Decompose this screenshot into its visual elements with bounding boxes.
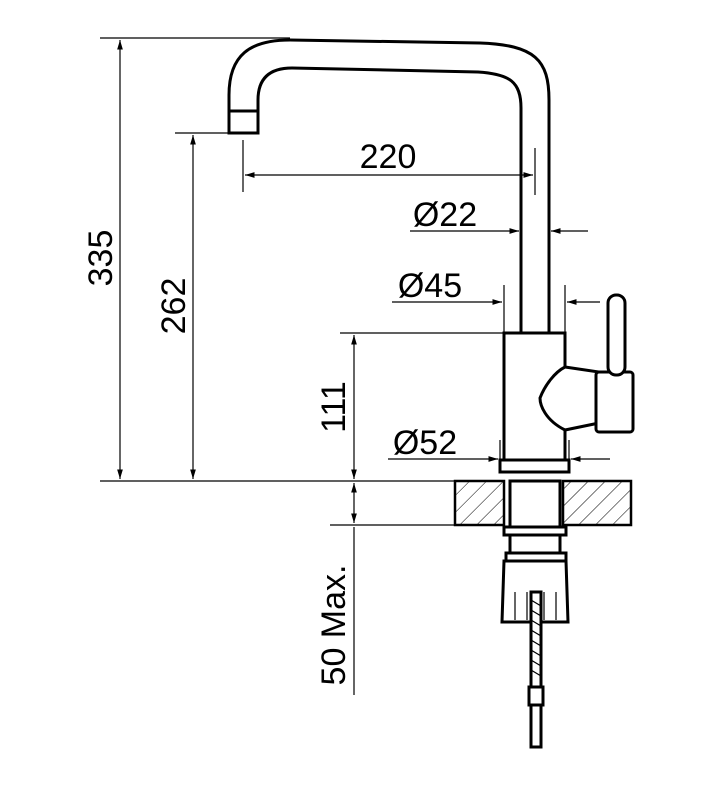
lever-joint — [538, 365, 601, 432]
extension-lines — [100, 37, 570, 526]
base-flange — [498, 458, 571, 474]
dim-body-height: 111 — [315, 381, 353, 433]
dim-spout-diameter: Ø22 — [413, 196, 477, 234]
hose-fitting — [527, 685, 545, 707]
dim-total-height: 335 — [82, 230, 120, 287]
dimension-labels: 220 Ø22 Ø45 Ø52 335 262 111 50 Max. — [82, 138, 477, 685]
countertop-section — [453, 479, 633, 749]
spout-aerator — [227, 109, 260, 135]
dim-outlet-height: 262 — [155, 278, 193, 335]
dim-reach: 220 — [360, 138, 417, 176]
dimension-lines — [117, 40, 610, 695]
hose-end — [529, 703, 543, 749]
dim-base-diameter: Ø52 — [393, 424, 457, 462]
spout-inner — [256, 66, 523, 333]
faucet-outline — [227, 38, 635, 474]
lever-block — [594, 370, 635, 434]
dim-counter-thickness: 50 Max. — [315, 565, 353, 686]
spout-outer — [227, 38, 551, 333]
mounting-shank — [508, 479, 562, 529]
countertop-left — [453, 479, 506, 527]
dim-body-diameter: Ø45 — [398, 267, 462, 305]
hose-braid — [530, 599, 542, 677]
countertop-right — [561, 479, 633, 527]
fixing-nut — [508, 533, 562, 555]
lever-handle — [606, 293, 627, 377]
